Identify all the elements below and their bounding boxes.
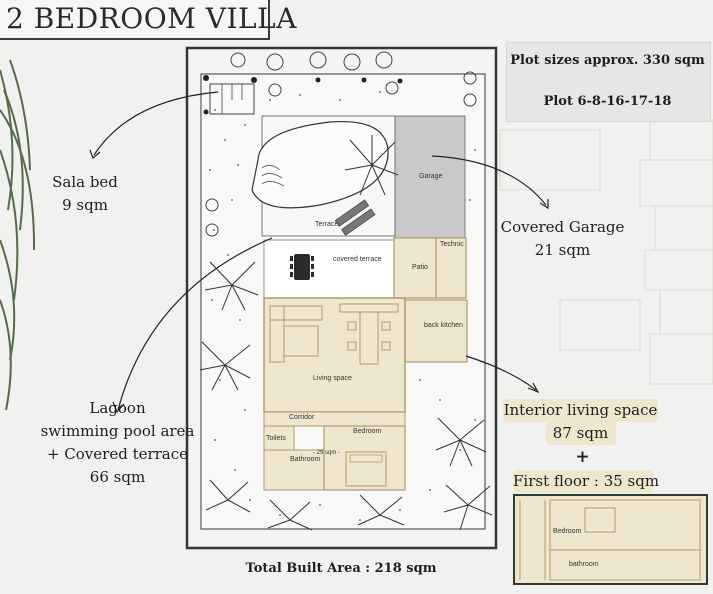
first-floor-plan [513,494,708,585]
tree-dots [203,75,403,115]
callout-arrows [89,91,549,414]
room-label-covered-terrace: covered terrace [333,256,382,263]
plot-numbers-text: Plot 6-8-16-17-18 [543,94,672,109]
technic-area [435,237,467,299]
covered-terrace-area [263,239,395,299]
bathroom-area [263,449,325,491]
garage-area [394,115,466,239]
room-label-terrace: Terrace [315,221,339,228]
room-label-back-kitchen: back kitchen [424,322,463,329]
plot-sizes-text: Plot sizes approx. 330 sqm [510,53,705,68]
shrub-icons [205,51,477,237]
room-label-bedroom: Bedroom [353,428,382,435]
room-label-bathroom: Bathroom [290,456,321,463]
room-label-bedroom-area: - 29 sqm - [313,450,341,456]
first-floor-label-bathroom: bathroom [569,561,599,568]
corridor-area [263,411,406,427]
dining-table-icon [290,254,314,280]
sofa-icon [269,305,323,363]
kitchen-island-icon [339,303,399,365]
palm-tree-icon [199,135,493,531]
sala-bed-label: Sala bed 9 sqm [52,173,118,214]
room-label-technic: Technic [440,241,464,248]
title-box [0,0,270,40]
room-label-corridor: Corridor [289,414,315,421]
room-label-patio: Patio [412,264,428,271]
bedroom-area [323,425,406,491]
first-floor-bed-icon [584,507,616,533]
room-label-garage: Garage [419,173,443,180]
covered-garage-label: Covered Garage 21 sqm [500,218,625,259]
bed-icon [345,451,387,487]
first-floor-label-bedroom: Bedroom [553,528,582,535]
garden-texture [209,91,476,521]
toilets-area [263,425,295,451]
palm-leaf-decoration-icon [0,59,36,411]
stone-wall-pattern [499,119,713,385]
sun-lounger-icon [334,199,376,236]
first-floor-label: First floor : 35 sqm [513,470,659,493]
interior-living-label: Interior living space 87 sqm [503,399,658,445]
plot-info-box [506,42,711,122]
lagoon-pool-label: Lagoon swimming pool area + Covered terr… [40,399,195,486]
total-built-area: Total Built Area : 218 sqm [245,561,437,576]
room-label-toilets: Toilets [266,435,286,442]
room-label-living-space: Living space [313,375,352,382]
back-kitchen-area [404,299,468,363]
page-title: 2 BEDROOM VILLA [6,2,297,35]
plus-sign: + [575,447,590,467]
living-space-area [263,297,406,413]
pool-shape [251,120,389,209]
